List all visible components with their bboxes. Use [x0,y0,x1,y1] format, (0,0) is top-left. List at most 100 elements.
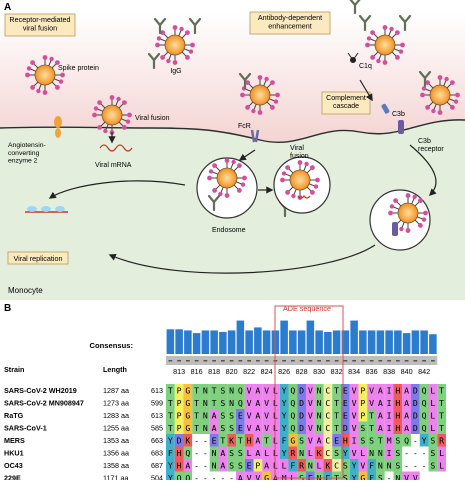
residue-letter: D [299,398,304,408]
residue-letter: T [168,398,173,408]
residue-letter: N [317,423,322,433]
residue-cell [367,434,376,447]
residue-cell [297,434,306,447]
residue-cell [376,471,385,484]
virus-particle [364,24,406,66]
residue-letter: - [203,435,208,445]
residue-cell [201,459,210,472]
residue-cell [437,396,446,409]
residue-letter: E [212,435,217,445]
position-number: 824 [261,367,273,376]
residue-letter: S [395,460,400,470]
residue-letter: L [317,460,322,470]
residue-cell [358,434,368,447]
residue-cell [314,396,324,409]
residue-letter: L [308,448,313,458]
residue-cell [297,396,306,409]
residue-letter: T [220,435,225,445]
residue-letter: - [220,473,225,480]
residue-letter: L [430,398,435,408]
residue-cell [349,471,359,484]
residue-cell [288,384,298,397]
residue-cell [358,446,368,459]
consensus-bar [341,330,350,354]
residue-letter: A [378,423,383,433]
residue-cell [192,396,201,409]
residue-letter: G [290,435,295,445]
consensus-label: Consensus: [90,341,133,350]
residue-cell [428,434,438,447]
residue-letter: Q [290,385,295,395]
residue-letter: F [290,460,295,470]
residue-letter: V [352,423,357,433]
residue-cell [428,421,438,434]
residue-cell [306,396,315,409]
residue-letter: D [177,435,182,445]
residue-letter: I [387,410,392,420]
residue-cell [314,434,324,447]
residue-letter: V [352,398,357,408]
residue-cell [358,471,368,484]
residue-cell [376,409,385,422]
residue-cell [253,384,263,397]
consensus-bar [350,320,358,354]
consensus-dash [256,360,260,362]
residue-cell [437,409,446,422]
residue-cell [437,459,446,472]
consensus-dash [291,360,295,362]
strain-name: SARS-CoV-1 [4,423,47,432]
residue-letter: F [168,448,173,458]
endosome-middle [273,156,331,214]
viral-replication-box: Viral replication [7,251,69,265]
residue-cell [174,434,184,447]
residue-cell [314,421,324,434]
residue-cell [192,434,201,447]
residue-cell [411,434,420,447]
consensus-dash [264,360,269,362]
residue-letter: H [247,435,252,445]
consensus-bar [420,330,428,354]
arrow [108,244,376,274]
residue-letter: N [387,460,392,470]
strain-length: 1171 aa [103,473,128,480]
residue-letter: Y [282,423,287,433]
residue-letter: N [308,460,313,470]
residue-letter: T [378,435,383,445]
residue-cell [306,446,315,459]
residue-letter: Q [238,398,243,408]
residue-letter: A [220,460,225,470]
residue-cell [209,384,219,397]
residue-letter: - [422,460,427,470]
residue-cell [192,471,201,484]
residue-cell [201,384,210,397]
residue-letter: - [404,448,409,458]
residue-letter: T [334,398,339,408]
residue-cell [297,409,306,422]
residue-cell [244,446,254,459]
residue-letter: A [317,435,322,445]
residue-letter: E [238,410,243,420]
residue-letter: N [317,385,322,395]
consensus-dash [396,360,400,362]
residue-cell [288,434,298,447]
residue-letter: K [229,435,234,445]
residue-letter: Y [168,473,173,480]
residue-cell [244,459,254,472]
residue-letter: G [360,473,365,480]
consensus-bar [201,330,210,354]
consensus-dash [422,360,426,362]
residue-letter: H [395,423,400,433]
residue-letter: S [430,448,435,458]
consensus-dash [299,360,304,362]
position-number: 840 [401,367,413,376]
consensus-bar [306,320,315,354]
fcr-label: FcR [238,123,251,130]
residue-cell [428,446,438,459]
residue-cell [437,421,446,434]
residue-cell [174,471,184,484]
residue-cell [209,434,219,447]
